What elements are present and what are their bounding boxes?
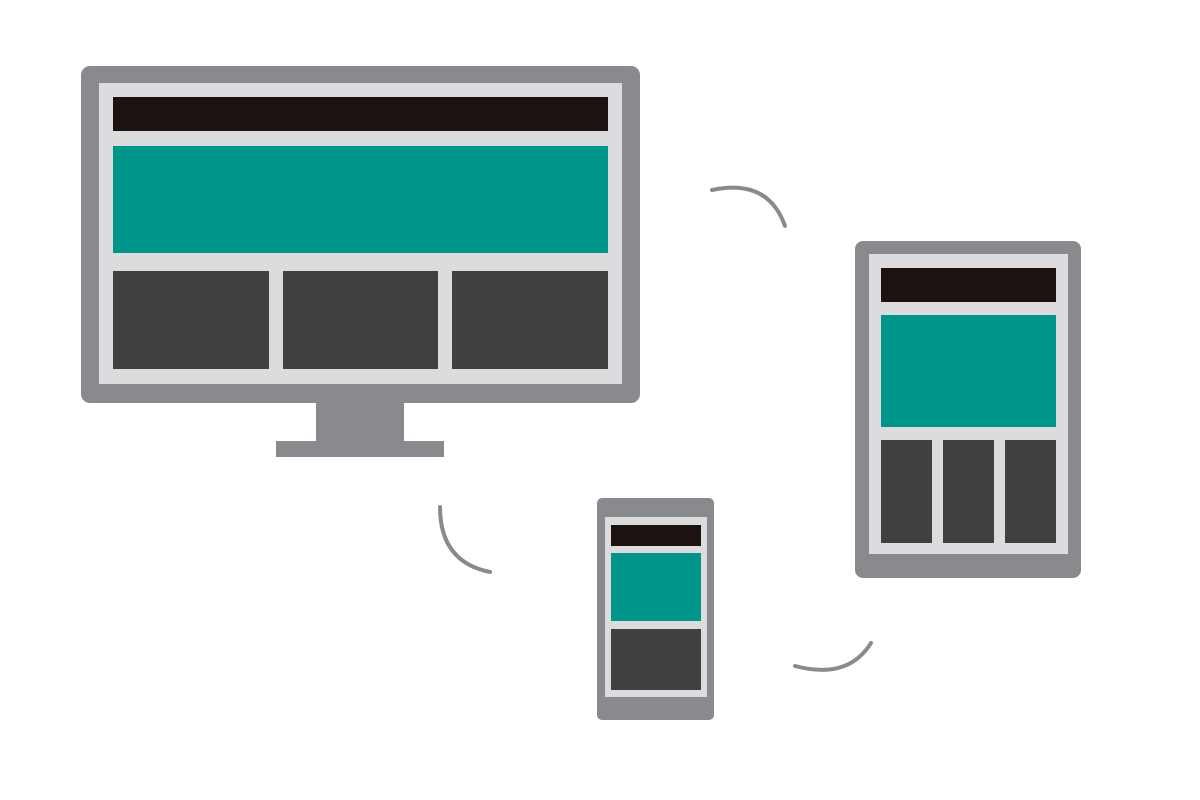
tablet-content-block-1 [881, 440, 932, 543]
monitor-content-block-3 [452, 271, 608, 369]
tablet-content-block-2 [943, 440, 994, 543]
desktop-monitor [81, 66, 640, 457]
smartphone [597, 498, 714, 720]
tablet-header-bar [881, 268, 1056, 302]
phone-to-desktop-arc [438, 505, 492, 574]
tablet-hero-banner [881, 315, 1056, 427]
monitor-content-block-1 [113, 271, 269, 369]
monitor-header-bar [113, 97, 608, 131]
tablet [855, 241, 1081, 578]
phone-hero-banner [611, 553, 701, 621]
tablet-content-block-3 [1005, 440, 1056, 543]
tablet-to-phone-arc [793, 641, 873, 672]
monitor-content-block-2 [283, 271, 438, 369]
phone-content-block [611, 629, 701, 690]
desktop-to-tablet-arc [710, 185, 787, 228]
monitor-stand-base [276, 441, 444, 457]
phone-header-bar [611, 525, 701, 546]
monitor-hero-banner [113, 146, 608, 253]
